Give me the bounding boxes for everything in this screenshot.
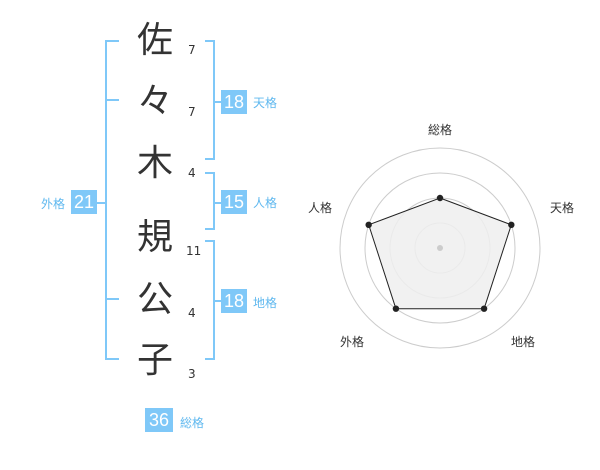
radar-point-4 [392,305,400,312]
stroke-count-1: 7 [188,43,196,57]
radar-grid-ring [339,147,541,349]
radar-center-dot [437,245,443,251]
tenkaku-value-badge: 18 [221,90,247,114]
radar-label-jinkaku: 人格 [308,201,333,215]
name-char-6: 子 [136,340,173,381]
radar-point-1 [436,194,444,202]
tenkaku-label: 天格 [253,96,278,110]
stroke-count-6: 3 [188,367,196,381]
soukaku-label: 総格 [180,416,205,430]
name-char-5: 公 [136,279,173,320]
stroke-count-4: 11 [186,244,202,258]
radar-label-gaikaku: 外格 [340,335,365,349]
chikaku-label: 地格 [253,296,278,310]
radar-polygon [368,197,512,310]
radar-point-5 [365,221,372,229]
chikaku-value-badge: 18 [221,289,247,313]
name-char-4: 規 [136,217,173,258]
radar-point-3 [480,305,488,312]
radar-grid-ring [364,172,516,324]
name-char-2: 々 [136,81,173,122]
stroke-count-5: 4 [188,306,196,320]
soukaku-value-badge: 36 [145,408,173,432]
gaikaku-label: 外格 [41,197,66,211]
gaikaku-value-badge: 21 [71,190,97,214]
radar-label-tenkaku: 天格 [550,201,575,215]
jinkaku-label: 人格 [253,196,278,210]
radar-label-soukaku: 総格 [428,123,453,137]
stroke-count-2: 7 [188,105,196,119]
name-char-1: 佐 [136,20,173,61]
radar-label-chikaku: 地格 [511,335,536,349]
radar-point-2 [508,221,515,229]
name-char-3: 木 [136,143,173,184]
jinkaku-value-badge: 15 [221,190,247,214]
stroke-count-3: 4 [188,166,196,180]
